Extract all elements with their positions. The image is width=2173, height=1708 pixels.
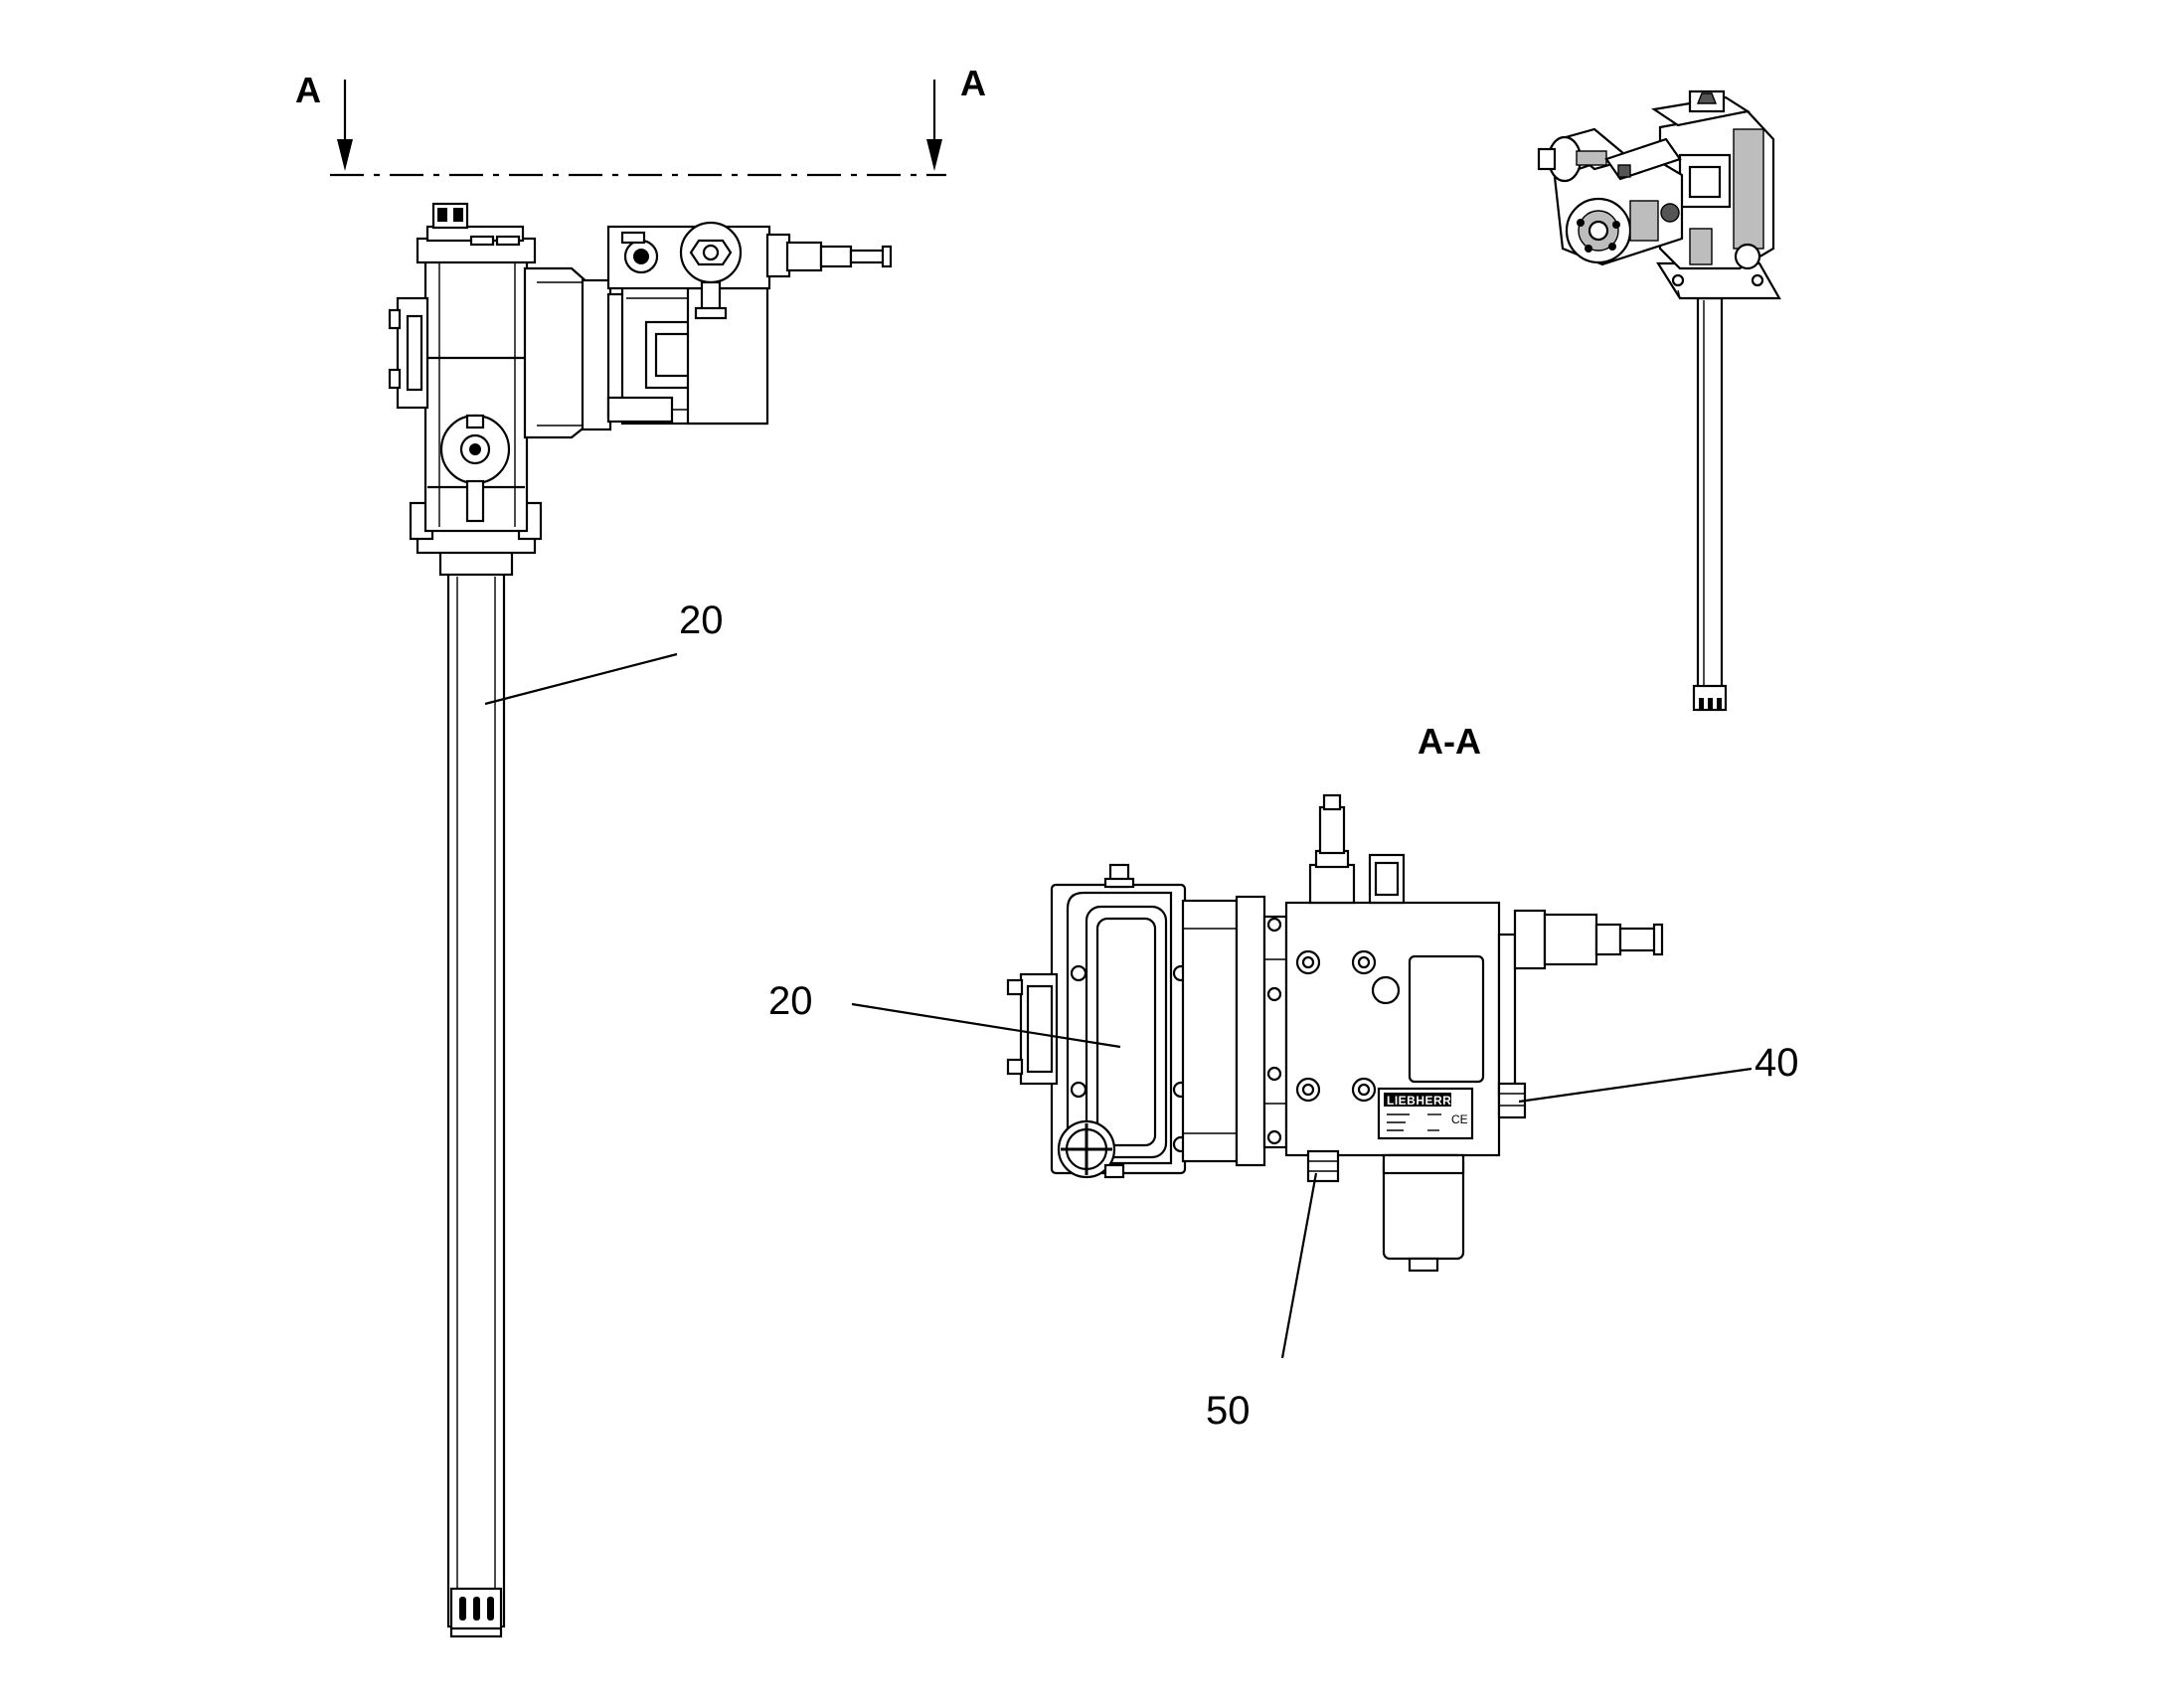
callout-label-20-section: 20: [768, 979, 813, 1023]
pump-section-view-a-a: A-A: [1006, 721, 1664, 1273]
nameplate: LIEBHERR CE: [1377, 1087, 1474, 1140]
pump-side-view: [388, 202, 893, 1638]
callout-label-40: 40: [1755, 1041, 1799, 1085]
callout-side-view-20: 20: [484, 598, 724, 706]
section-view-title: A-A: [1418, 721, 1481, 762]
callout-label-20-side: 20: [679, 598, 724, 642]
section-marker-left: A: [295, 70, 321, 110]
callout-section-20: 20: [768, 979, 1121, 1049]
nameplate-ce-mark: CE: [1451, 1112, 1468, 1126]
callout-label-50: 50: [1206, 1389, 1251, 1433]
section-marker-right: A: [960, 63, 986, 103]
nameplate-brand: LIEBHERR: [1387, 1094, 1451, 1108]
section-cut-line: A A: [295, 63, 986, 177]
callout-section-40: 40: [1518, 1041, 1799, 1104]
callout-section-50: 50: [1206, 1172, 1318, 1433]
pump-isometric-view: [1537, 89, 1781, 712]
